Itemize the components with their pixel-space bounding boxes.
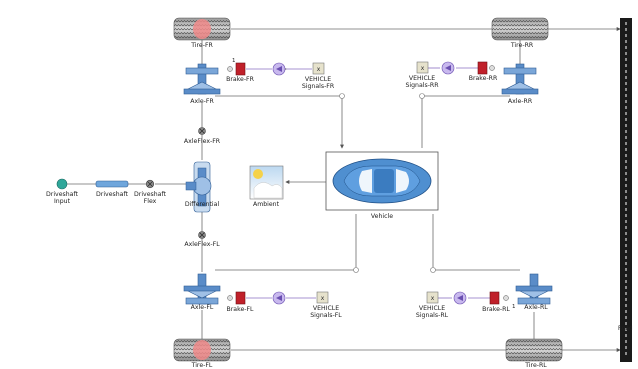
connection-ports [339,93,436,273]
signal-converter-rl[interactable] [453,291,467,305]
brake-rl-port-number: 1 [512,304,516,310]
axle-rl-label: Axle-RL [524,304,548,311]
vehicle-signals-rl-block[interactable]: x [426,291,439,304]
axle-fl-label: Axle-FL [190,304,214,311]
driveshaft[interactable] [95,180,129,188]
road-block[interactable] [620,18,632,362]
axleflex-fr-label: AxleFlex-FR [183,138,221,145]
signal-lines [246,67,490,299]
differential[interactable] [185,161,212,213]
tire-fr-label: Tire-FR [191,42,213,49]
tire-fl-label: Tire-FL [191,362,213,369]
brake-fl-label: Brake-FL [226,306,254,313]
svg-text:x: x [421,65,425,72]
axle-fr[interactable] [183,63,221,95]
driveshaft-flex[interactable] [145,179,155,189]
vehicle-signals-fr-block[interactable]: x [312,62,325,75]
road-label: Road [618,326,633,332]
brake-rl-label: Brake-RL [482,306,510,313]
ambient-block[interactable] [249,165,284,200]
tire-rl-label: Tire-RL [525,362,547,369]
differential-label: Differential [184,201,220,208]
signal-converter-rr[interactable] [441,61,455,75]
brake-rl[interactable] [489,291,509,305]
axle-fl[interactable] [183,273,221,305]
brake-fr[interactable] [227,62,246,76]
tire-rl[interactable] [505,338,563,362]
tire-rr-label: Tire-RR [510,42,534,49]
axleflex-fr[interactable] [198,127,206,135]
axle-rr-label: Axle-RR [507,98,533,105]
brake-fr-label: Brake-FR [226,76,254,83]
tire-fr[interactable] [173,17,231,41]
signal-converter-fr[interactable] [272,62,286,76]
ambient-label: Ambient [252,201,280,208]
brake-rr[interactable] [477,61,495,75]
vehicle-signals-fl-block[interactable]: x [316,291,329,304]
svg-text:x: x [321,295,325,302]
tire-rr[interactable] [491,17,549,41]
axleflex-fl[interactable] [198,231,206,239]
driveshaft-input[interactable] [56,178,68,190]
brake-rr-label: Brake-RR [468,75,498,82]
signal-converter-fl[interactable] [272,291,286,305]
vehicle-signals-rr-block[interactable]: x [416,61,429,74]
driveshaft-label: Driveshaft [96,191,128,198]
axleflex-fl-label: AxleFlex-FL [184,241,220,248]
svg-text:x: x [431,295,435,302]
svg-text:x: x [317,66,321,73]
axle-rr[interactable] [501,63,539,95]
axle-fr-label: Axle-FR [190,98,214,105]
vehicle-block[interactable] [325,151,439,211]
tire-fl[interactable] [173,338,231,362]
axle-rl[interactable] [515,273,553,305]
brake-fl[interactable] [227,291,246,305]
vehicle-label: Vehicle [370,213,394,220]
brake-fr-port-number: 1 [232,58,236,64]
